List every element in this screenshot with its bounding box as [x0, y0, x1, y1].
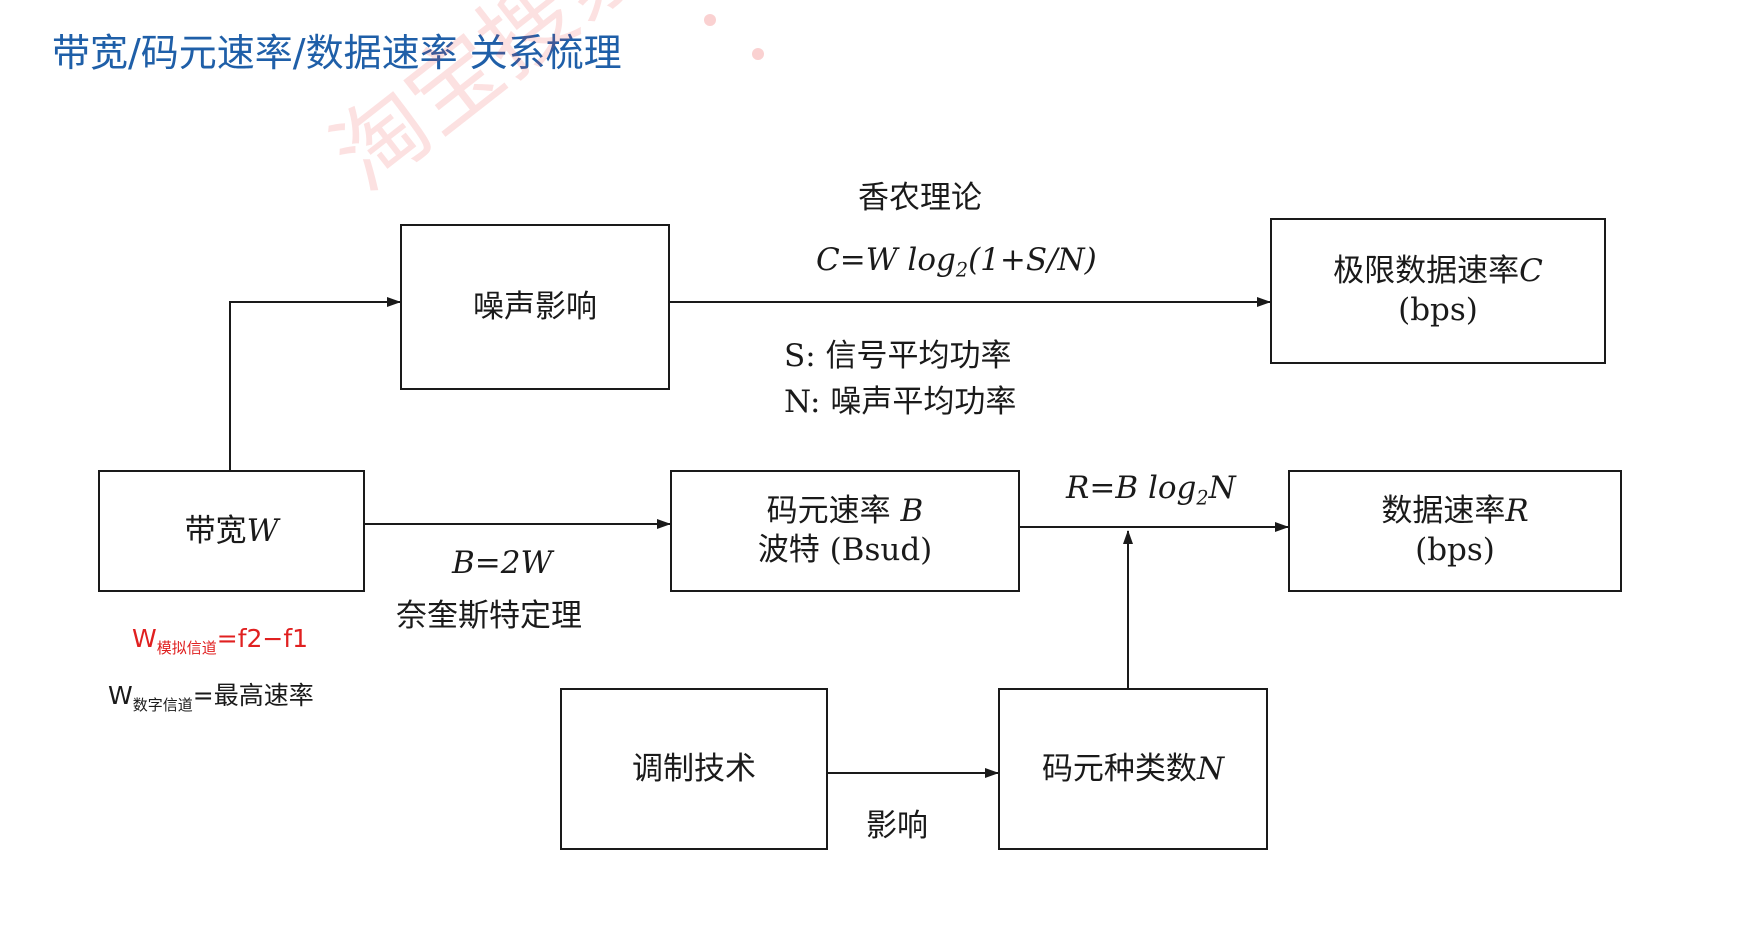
shannon-formula-left: C=W log [816, 242, 956, 278]
nyquist-formula: B=2W [452, 545, 553, 581]
rate-formula-base: 2 [1196, 486, 1209, 510]
shannon-formula-base: 2 [955, 258, 969, 282]
symbol-rate-variable: B [900, 493, 924, 530]
digital-note-main: W [108, 681, 133, 710]
data-rate-box: 数据速率R (bps) [1288, 470, 1622, 592]
bandwidth-variable: W [246, 512, 279, 549]
digital-note-formula: =最高速率 [192, 681, 314, 710]
symbol-rate-box: 码元速率 B 波特 (Bsud) [670, 470, 1020, 592]
modulation-label: 调制技术 [632, 750, 756, 787]
limit-rate-box: 极限数据速率C (bps) [1270, 218, 1606, 364]
limit-rate-label: 极限数据速率 [1333, 253, 1520, 290]
page-title: 带宽/码元速率/数据速率 关系梳理 [52, 31, 622, 75]
data-rate-variable: R [1505, 493, 1529, 530]
watermark-dot [752, 48, 764, 60]
nyquist-label: 奈奎斯特定理 [396, 598, 582, 634]
noise-box: 噪声影响 [400, 224, 670, 390]
shannon-formula-right: (1+S/N) [968, 242, 1097, 278]
modulation-box: 调制技术 [560, 688, 828, 850]
symbol-types-label: 码元种类数 [1041, 750, 1197, 787]
influence-label: 影响 [866, 808, 928, 844]
symbol-rate-label: 码元速率 [766, 493, 891, 530]
data-rate-unit: (bps) [1415, 532, 1495, 568]
digital-note-subscript: 数字信道 [132, 696, 193, 714]
rate-formula-left: R=B log [1066, 470, 1197, 506]
noise-power-definition: N: 噪声平均功率 [784, 384, 1017, 420]
watermark-dot [704, 14, 716, 26]
digital-channel-note: W数字信道=最高速率 [108, 676, 314, 715]
symbol-types-variable: N [1196, 750, 1225, 787]
data-rate-label: 数据速率 [1381, 493, 1506, 530]
symbol-types-box: 码元种类数N [998, 688, 1268, 850]
analog-note-subscript: 模拟信道 [156, 639, 217, 657]
shannon-label: 香农理论 [858, 180, 982, 216]
limit-rate-unit: (bps) [1398, 292, 1478, 328]
arrow-bandwidth-to-noise [229, 297, 401, 470]
rate-formula: R=B log2N [1066, 470, 1236, 510]
bandwidth-box: 带宽W [98, 470, 365, 592]
symbol-rate-unit: 波特 (Bsud) [757, 532, 933, 568]
analog-channel-note: W模拟信道=f2−f1 [132, 624, 308, 658]
signal-power-definition: S: 信号平均功率 [784, 338, 1012, 374]
analog-note-main: W [132, 624, 157, 653]
limit-rate-variable: C [1519, 253, 1543, 290]
rate-formula-right: N [1208, 470, 1236, 506]
bandwidth-label: 带宽 [184, 512, 247, 549]
shannon-formula: C=W log2(1+S/N) [816, 242, 1097, 282]
noise-box-label: 噪声影响 [473, 288, 597, 325]
analog-note-formula: =f2−f1 [216, 624, 309, 653]
